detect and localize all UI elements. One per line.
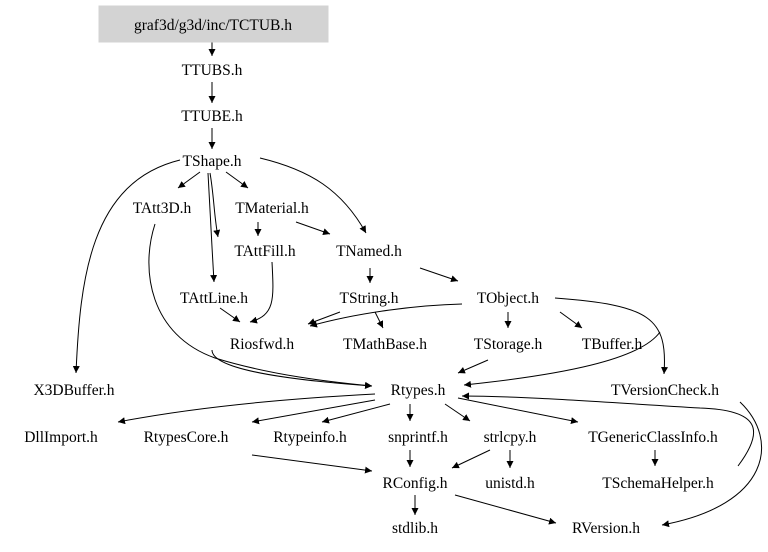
edge-tshape-tattfill <box>209 172 221 238</box>
node-tshape[interactable]: TShape.h <box>183 153 242 170</box>
node-x3dbuffer[interactable]: X3DBuffer.h <box>33 382 114 399</box>
node-dllimport[interactable]: DllImport.h <box>24 429 98 446</box>
edge-tschemahelper-rtypes <box>461 392 754 467</box>
edge-strlcpy-rconfig <box>451 449 491 469</box>
edge-tstorage-rtypes <box>457 359 489 374</box>
node-rversion[interactable]: RVersion.h <box>572 520 640 537</box>
edge-tnamed-tobject <box>419 267 459 283</box>
node-tatt3d[interactable]: TAtt3D.h <box>133 200 192 217</box>
edge-tobject-rtypes <box>463 331 661 388</box>
edge-tshape-x3dbuffer <box>72 159 181 374</box>
node-tgenericclassinfo[interactable]: TGenericClassInfo.h <box>588 429 718 446</box>
root-node-box <box>98 5 329 43</box>
edge-rtypes-rtypeinfo <box>321 403 391 424</box>
node-tstorage[interactable]: TStorage.h <box>474 336 543 353</box>
edge-tshape-tmaterial <box>225 171 249 189</box>
node-rconfig[interactable]: RConfig.h <box>382 475 447 492</box>
node-tctub[interactable]: graf3d/g3d/inc/TCTUB.h <box>134 17 292 34</box>
edge-rtypes-tgenericclassinfo <box>457 397 579 425</box>
edge-rtypes-strlcpy <box>444 403 471 422</box>
edge-rtypes-rtypescore <box>251 399 376 425</box>
node-tattline[interactable]: TAttLine.h <box>180 290 248 307</box>
edge-tmaterial-tnamed <box>295 221 331 235</box>
edge-tstring-tmathbase <box>374 311 384 329</box>
edge-tshape-tattline <box>207 172 218 283</box>
node-ttubs[interactable]: TTUBS.h <box>182 62 243 79</box>
edge-rconfig-rversion <box>454 494 557 525</box>
edge-tatt3d-rtypes <box>148 223 373 389</box>
edge-tobject-riosfwd <box>309 303 463 328</box>
node-tmathbase[interactable]: TMathBase.h <box>343 336 427 353</box>
node-rtypes[interactable]: Rtypes.h <box>391 382 446 399</box>
node-tbuffer[interactable]: TBuffer.h <box>582 336 643 353</box>
edge-tattline-riosfwd <box>219 307 241 323</box>
edge-rtypes-dllimport <box>117 393 376 425</box>
node-tversioncheck[interactable]: TVersionCheck.h <box>611 382 719 399</box>
edge-riosfwd-rtypes <box>211 349 373 389</box>
node-tmaterial[interactable]: TMaterial.h <box>235 200 309 217</box>
node-tnamed[interactable]: TNamed.h <box>336 243 402 260</box>
edge-tobject-tversioncheck <box>554 297 668 375</box>
edge-tversioncheck-rversion <box>661 401 762 528</box>
node-strlcpy[interactable]: strlcpy.h <box>484 429 537 446</box>
node-tschemahelper[interactable]: TSchemaHelper.h <box>602 475 714 492</box>
node-unistd[interactable]: unistd.h <box>485 475 535 492</box>
edge-tattfill-riosfwd <box>249 261 274 324</box>
node-rtypeinfo[interactable]: Rtypeinfo.h <box>273 429 347 446</box>
edge-tshape-tatt3d <box>177 171 201 189</box>
node-stdlib[interactable]: stdlib.h <box>392 520 438 537</box>
graph-nodes: graf3d/g3d/inc/TCTUB.h TTUBS.h TTUBE.h T… <box>24 5 719 537</box>
edge-rtypescore-rconfig <box>251 454 373 474</box>
node-riosfwd[interactable]: Riosfwd.h <box>230 336 294 353</box>
node-ttube[interactable]: TTUBE.h <box>181 108 243 125</box>
edge-tobject-tbuffer <box>559 311 583 329</box>
node-tstring[interactable]: TString.h <box>340 290 399 307</box>
edge-tshape-tnamed <box>259 157 367 234</box>
node-snprintf[interactable]: snprintf.h <box>388 429 448 446</box>
node-rtypescore[interactable]: RtypesCore.h <box>144 429 229 446</box>
node-tobject[interactable]: TObject.h <box>477 290 539 307</box>
graph-edges <box>72 42 762 528</box>
node-tattfill[interactable]: TAttFill.h <box>234 243 295 260</box>
